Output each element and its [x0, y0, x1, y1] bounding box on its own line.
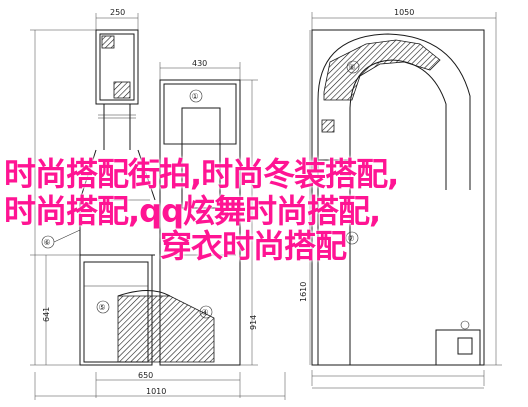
- left-assembly: 250 ⑤ ⑥ 641: [30, 8, 156, 366]
- dim-left-height: 641: [42, 307, 51, 322]
- overlay-text-line-3: 穿衣时尚搭配: [160, 227, 347, 265]
- overlay-text-line-1: 时尚搭配街拍,时尚冬装搭配,: [4, 155, 399, 193]
- dim-bottom-mid: 650: [138, 371, 153, 380]
- callout-5: ⑤: [99, 303, 106, 312]
- callout-7: ⑦: [348, 234, 355, 243]
- dim-bottom-left: 1010: [146, 387, 166, 396]
- right-assembly: 1050 ⑥ ⑦ 1610: [299, 8, 502, 389]
- callout-4: ④: [202, 308, 209, 317]
- dim-right-height: 1610: [299, 282, 308, 302]
- callout-6: ⑥: [44, 238, 51, 247]
- callout-6-arch: ⑥: [349, 63, 356, 72]
- dim-top-left: 250: [110, 8, 125, 17]
- dim-mid-height: 914: [249, 315, 258, 330]
- dim-mid: 430: [192, 59, 207, 68]
- callout-1: ①: [192, 92, 199, 101]
- middle-assembly: 430 ① ④ 914 650 1010: [34, 59, 286, 400]
- dim-top-right: 1050: [394, 8, 414, 17]
- overlay-text-line-2: 时尚搭配,qq炫舞时尚搭配,: [4, 192, 381, 230]
